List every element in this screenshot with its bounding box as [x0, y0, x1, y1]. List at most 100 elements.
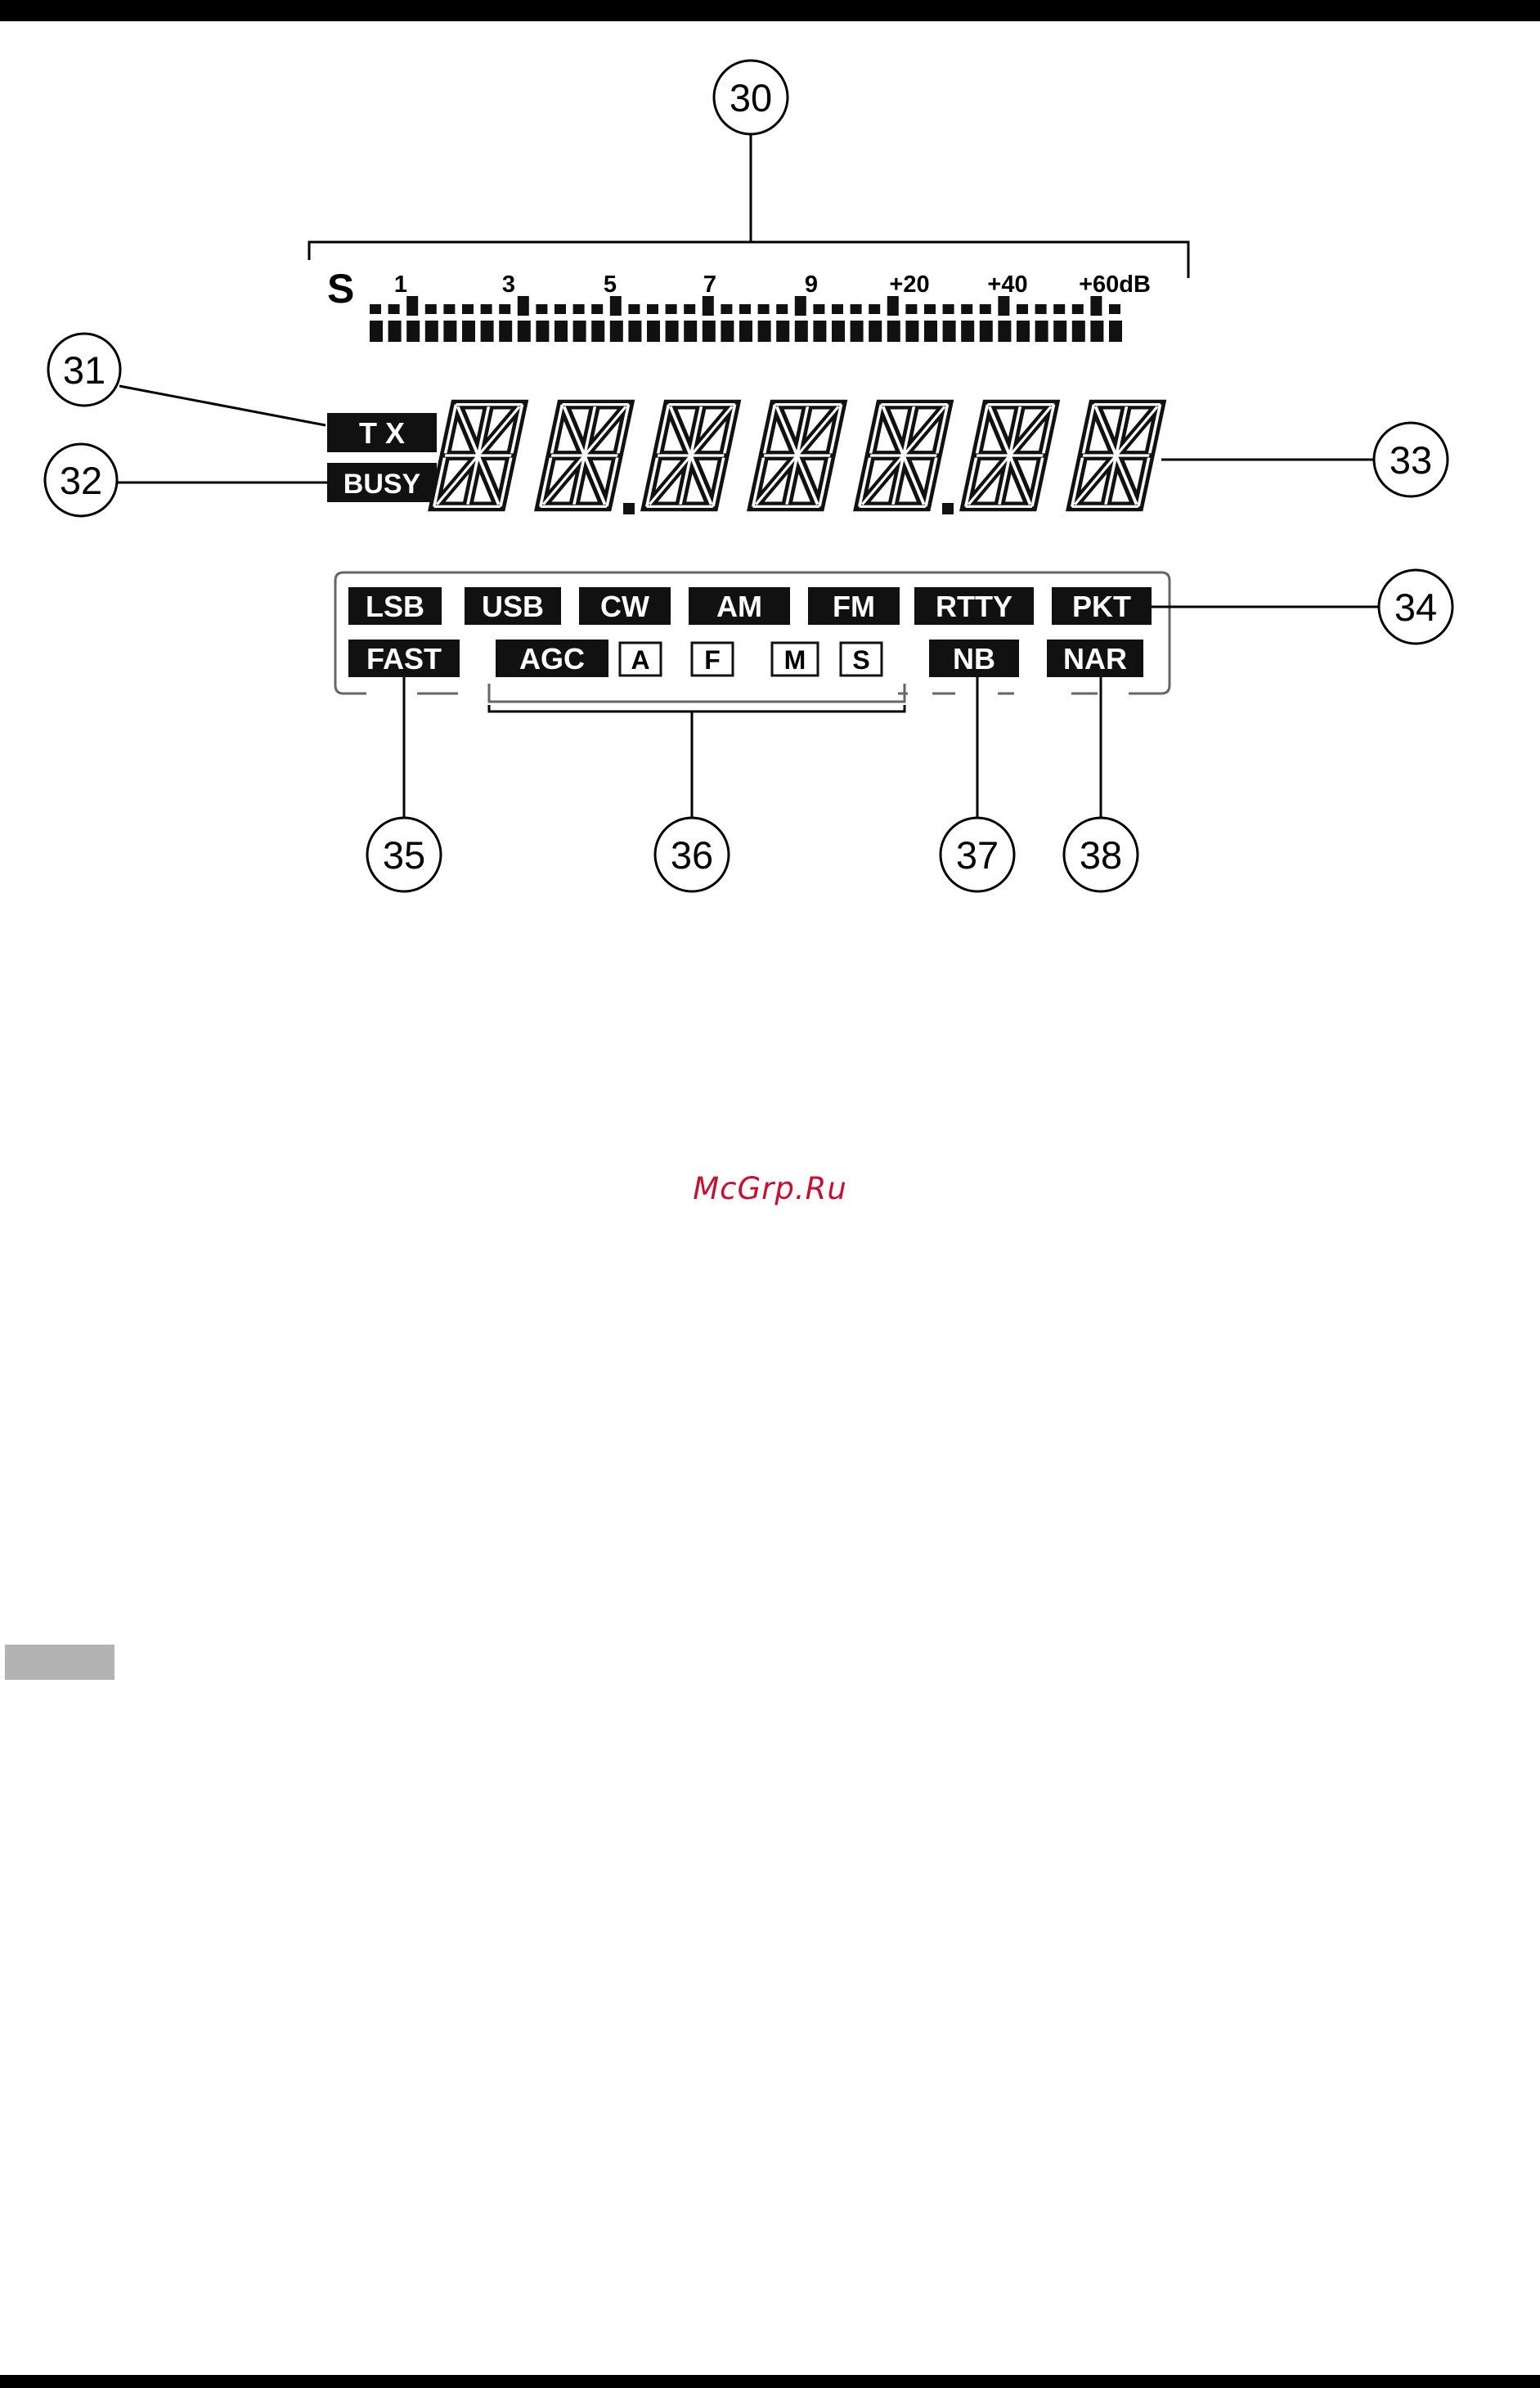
meter-dot	[1109, 304, 1120, 314]
fast-indicator-label: FAST	[366, 642, 442, 676]
meter-dot	[1053, 304, 1065, 314]
s-meter-scale-7: 7	[703, 272, 716, 298]
meter-bar-segment	[573, 321, 586, 342]
tx-indicator: T X	[327, 413, 437, 452]
watermark-text: McGrp.Ru	[0, 1171, 1540, 1206]
meter-dot	[998, 296, 1009, 316]
meter-bar-segment	[739, 321, 752, 342]
meter-dot	[739, 304, 751, 314]
s-meter-scale-plus60db: +60dB	[1079, 272, 1151, 298]
digit-3	[647, 405, 735, 507]
callout-30-number: 30	[730, 76, 772, 119]
meter-dot	[758, 304, 770, 314]
meter-dot	[536, 304, 547, 314]
meter-dot	[425, 304, 437, 314]
meter-bar-segment	[905, 321, 918, 342]
meter-bar-segment	[924, 321, 937, 342]
digit-6	[966, 405, 1054, 507]
agc-option-f-label: F	[704, 645, 721, 675]
meter-bar-segment	[813, 321, 826, 342]
s-meter-scale-plus20: +20	[889, 272, 929, 298]
s-meter-bracket	[309, 134, 1188, 278]
meter-dot	[462, 304, 474, 314]
meter-bar-segment	[998, 321, 1011, 342]
meter-dot	[554, 304, 566, 314]
meter-dot	[832, 304, 843, 314]
meter-bar-segment	[443, 321, 456, 342]
s-meter-scale-plus40: +40	[987, 272, 1027, 298]
meter-bar-segment	[518, 321, 531, 342]
meter-dot	[776, 304, 788, 314]
meter-dot	[443, 304, 455, 314]
agc-option-a-label: A	[631, 645, 649, 675]
meter-bar-segment	[684, 321, 697, 342]
tx-indicator-label: T X	[359, 416, 405, 450]
meter-bar-segment	[758, 321, 771, 342]
mode-pkt-label: PKT	[1072, 590, 1131, 623]
bottom-border-bar	[0, 2375, 1540, 2388]
callout-34-number: 34	[1394, 586, 1437, 629]
meter-dot	[666, 304, 677, 314]
callout-36-number: 36	[671, 833, 713, 877]
meter-bar-segment	[610, 321, 623, 342]
meter-bar-segment	[462, 321, 475, 342]
mode-am-label: AM	[716, 590, 762, 623]
meter-dot	[591, 304, 603, 314]
meter-dot	[388, 304, 400, 314]
s-meter: S 1 3 5 7 9 +20 +40 +60dB	[327, 266, 1151, 342]
callout-31-number: 31	[63, 348, 106, 392]
meter-bar-segment	[795, 321, 808, 342]
decimal-point-2	[942, 503, 954, 514]
decimal-point-1	[623, 503, 635, 514]
callout-30: 30	[714, 61, 788, 134]
busy-indicator-label: BUSY	[343, 469, 421, 500]
meter-dot	[499, 304, 510, 314]
meter-dot	[628, 304, 640, 314]
meter-dot	[961, 304, 972, 314]
nb-indicator-label: NB	[953, 642, 995, 676]
meter-dot	[684, 304, 695, 314]
meter-dot	[1035, 304, 1047, 314]
meter-dot	[869, 304, 880, 314]
s-meter-dots	[370, 296, 1120, 316]
callout-37: 37	[941, 677, 1014, 891]
meter-dot	[481, 304, 492, 314]
meter-dot	[943, 304, 954, 314]
meter-dot	[518, 296, 529, 316]
meter-bar-segment	[536, 321, 549, 342]
callout-32-number: 32	[60, 459, 102, 502]
s-meter-scale-3: 3	[502, 272, 515, 298]
digit-5	[860, 405, 948, 507]
meter-bar-segment	[425, 321, 438, 342]
meter-dot	[703, 296, 714, 316]
meter-bar-segment	[370, 321, 383, 342]
meter-dot	[851, 304, 862, 314]
callout-33-number: 33	[1390, 438, 1432, 482]
meter-dot	[905, 304, 917, 314]
callout-37-number: 37	[956, 833, 999, 877]
meter-bar-segment	[721, 321, 734, 342]
meter-dot	[1017, 304, 1028, 314]
callout-33: 33	[1161, 423, 1448, 496]
meter-bar-segment	[980, 321, 993, 342]
meter-dot	[980, 304, 991, 314]
meter-dot	[406, 296, 418, 316]
s-meter-bar-segments	[370, 321, 1122, 342]
meter-bar-segment	[1053, 321, 1066, 342]
meter-bar-segment	[887, 321, 900, 342]
frequency-display	[434, 405, 1161, 514]
meter-bar-segment	[628, 321, 641, 342]
mode-lsb-label: LSB	[366, 590, 424, 623]
meter-dot	[370, 304, 381, 314]
meter-bar-segment	[481, 321, 494, 342]
s-meter-scale-5: 5	[604, 272, 617, 298]
callout-31: 31	[48, 334, 326, 425]
s-meter-scale-1: 1	[394, 272, 407, 298]
mode-usb-label: USB	[482, 590, 544, 623]
digit-2	[541, 405, 629, 507]
callout-34: 34	[1152, 570, 1452, 644]
meter-bar-segment	[1035, 321, 1048, 342]
meter-bar-segment	[961, 321, 974, 342]
meter-bar-segment	[832, 321, 845, 342]
meter-bar-segment	[1017, 321, 1030, 342]
